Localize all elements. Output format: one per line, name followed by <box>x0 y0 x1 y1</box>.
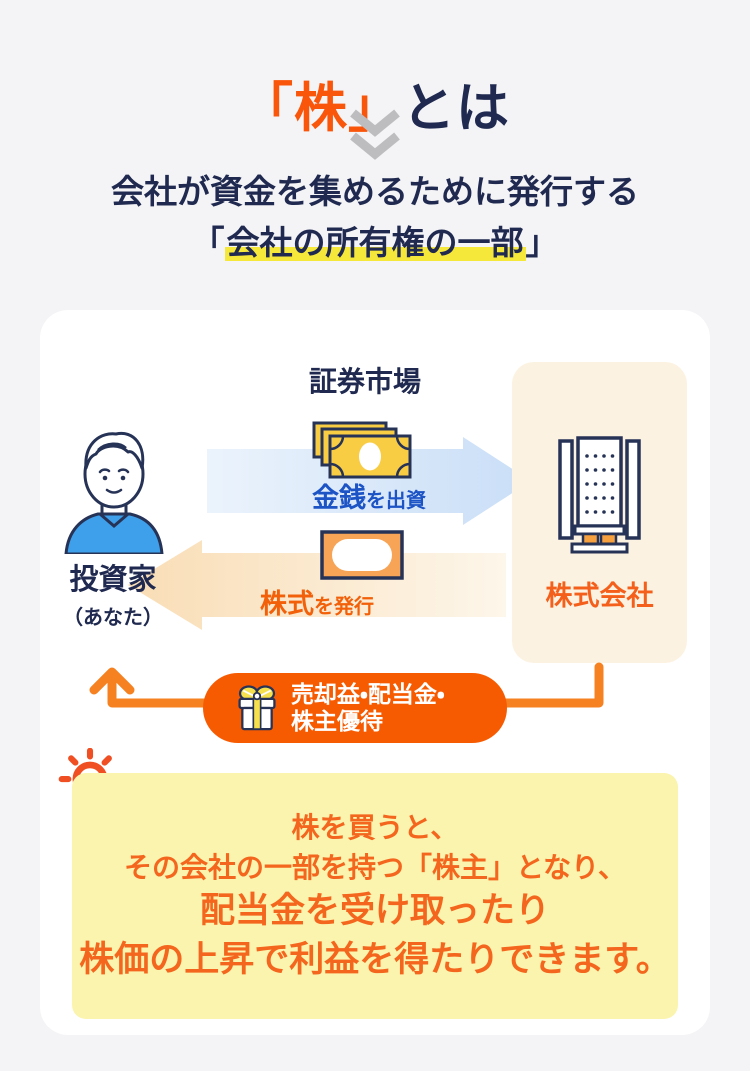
flow-out-label: 金銭を出資 <box>207 476 531 515</box>
flow-in-em: 株式 <box>260 589 314 619</box>
subtitle-open-bracket: 「 <box>191 224 225 262</box>
page-title: 「株」とは <box>0 66 750 142</box>
company-card: 株式会社 <box>512 362 687 663</box>
money-flow-arrow <box>207 437 531 525</box>
note-line: その会社の一部を持つ「株主」となり、 <box>123 851 627 883</box>
note-line: 株を買うと、 <box>291 811 459 843</box>
subtitle-line2: 「会社の所有権の一部」 <box>0 217 750 268</box>
company-label: 株式会社 <box>545 581 654 611</box>
investor-subname: （あなた） <box>63 607 163 629</box>
money-icon <box>312 421 412 479</box>
building-icon <box>558 436 641 554</box>
flow-in-label: 株式を発行 <box>128 582 506 621</box>
diagram-card: 証券市場 金銭を出資 <box>40 310 710 1035</box>
market-label: 証券市場 <box>308 366 421 397</box>
investor-illustration <box>64 431 164 554</box>
note-line: 株価の上昇で利益を得たりできます。 <box>79 939 671 979</box>
investor-label: 投資家 （あなた） <box>43 556 183 630</box>
investor-name: 投資家 <box>69 564 157 596</box>
flow-in-rest: を発行 <box>314 596 374 618</box>
returns-line2: 株主優待 <box>291 708 383 734</box>
returns-line1: 売却益・配当金・ <box>291 680 445 707</box>
stock-certificate-icon <box>320 530 404 580</box>
stock-flow-arrow <box>128 540 506 630</box>
title-rest: とは <box>402 78 510 138</box>
gift-icon <box>238 685 276 731</box>
subtitle-close-bracket: 」 <box>525 224 559 262</box>
flow-out-rest: を出資 <box>366 490 426 512</box>
returns-pill-text: 売却益・配当金・ 株主優待 <box>291 681 445 735</box>
note-box: 株を買うと、 その会社の一部を持つ「株主」となり、 配当金を受け取ったり 株価の… <box>72 773 678 1019</box>
returns-pill: 売却益・配当金・ 株主優待 <box>203 673 507 743</box>
subtitle-line1: 会社が資金を集めるために発行する <box>111 173 639 210</box>
chevron-down-icon <box>0 108 750 167</box>
note-line: 配当金を受け取ったり <box>199 891 550 931</box>
subtitle-highlighted-text: 会社の所有権の一部 <box>224 224 526 262</box>
subtitle: 会社が資金を集めるために発行する 「会社の所有権の一部」 <box>0 166 750 268</box>
flow-out-em: 金銭 <box>312 483 366 513</box>
